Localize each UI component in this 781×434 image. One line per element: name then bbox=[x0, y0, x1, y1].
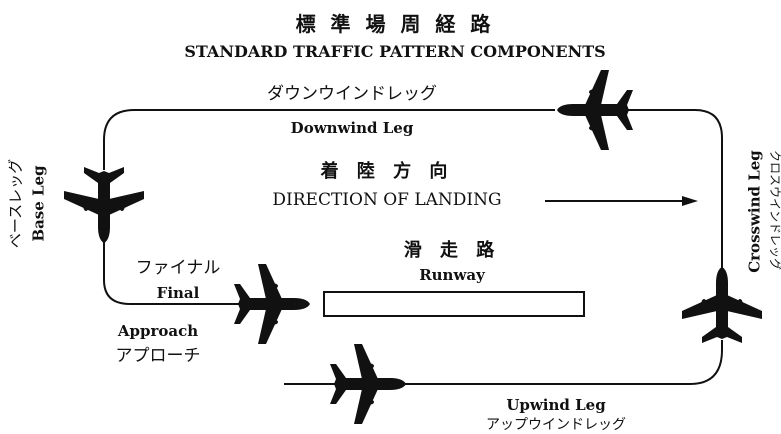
downwind-label-en: Downwind Leg bbox=[290, 119, 414, 137]
final-label-jp: ファイナル bbox=[135, 258, 221, 278]
arrow-head bbox=[682, 196, 698, 206]
approach-label-jp: アプローチ bbox=[115, 346, 201, 366]
final-label-en: Final bbox=[156, 284, 200, 302]
upwind-label-en: Upwind Leg bbox=[506, 396, 606, 414]
crosswind-label-en: Crosswind Leg bbox=[745, 150, 764, 273]
runway-rect bbox=[323, 291, 585, 317]
direction-label-en: DIRECTION OF LANDING bbox=[272, 190, 502, 210]
downwind-label-jp: ダウンウインドレッグ bbox=[267, 84, 437, 104]
downwind-path-left bbox=[103, 109, 555, 170]
title-english: STANDARD TRAFFIC PATTERN COMPONENTS bbox=[184, 42, 606, 61]
base-label-en: Base Leg bbox=[29, 165, 48, 242]
upwind-label-jp: アップウインドレッグ bbox=[486, 417, 626, 433]
base-label-jp: ベースレッグ bbox=[6, 158, 25, 249]
airplane-icon-final bbox=[234, 264, 310, 344]
direction-label-jp: 着 陸 方 向 bbox=[320, 161, 454, 182]
final-path bbox=[103, 240, 260, 305]
airplane-icon-base bbox=[64, 167, 144, 243]
crosswind-path bbox=[625, 109, 723, 278]
airplane-icon-upwind bbox=[330, 344, 406, 424]
airplane-icon-downwind bbox=[557, 70, 633, 150]
approach-label-en: Approach bbox=[117, 322, 199, 340]
runway-label-jp: 滑 走 路 bbox=[403, 240, 501, 261]
upwind-path bbox=[284, 340, 723, 385]
runway-label-en: Runway bbox=[419, 266, 485, 284]
title-japanese: 標 準 場 周 経 路 bbox=[295, 12, 495, 36]
crosswind-label-jp: クロスウインドレッグ bbox=[768, 149, 781, 270]
airplane-icon-crosswind bbox=[682, 267, 762, 343]
